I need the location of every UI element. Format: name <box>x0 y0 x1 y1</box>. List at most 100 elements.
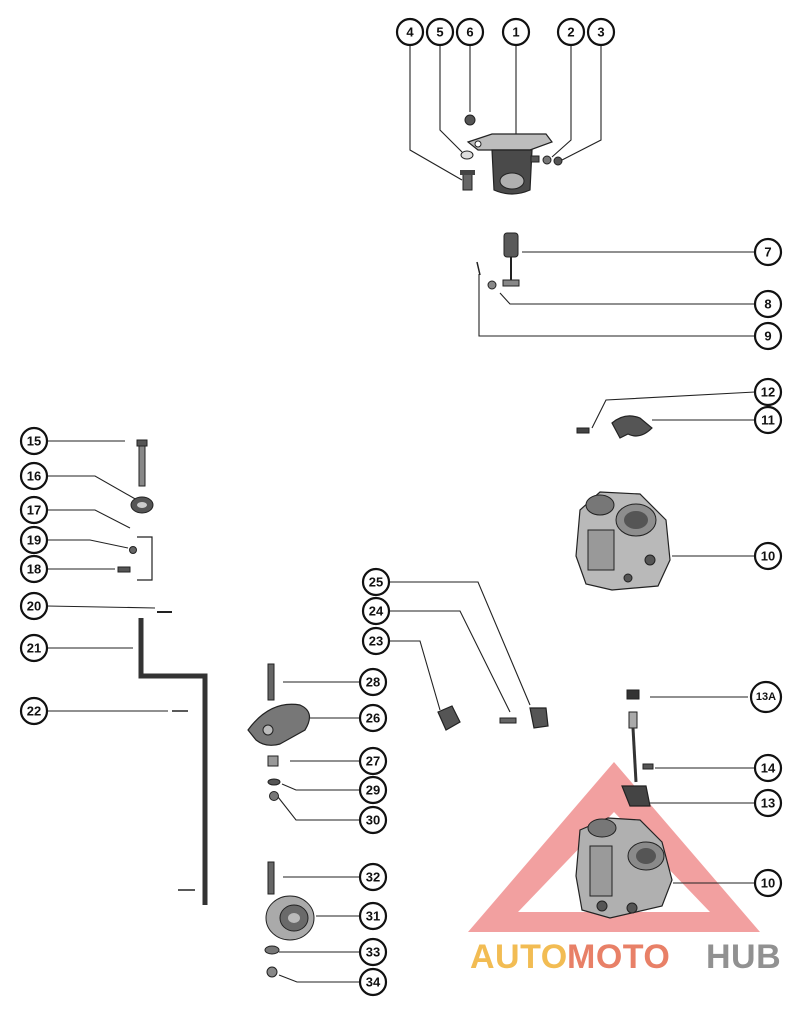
screw-clip-part <box>499 707 549 729</box>
svg-text:13: 13 <box>761 796 775 811</box>
svg-text:21: 21 <box>27 641 41 656</box>
callout-1: 1 <box>501 17 531 47</box>
screw-part <box>642 763 654 770</box>
callout-28: 28 <box>358 667 388 697</box>
link-pins-part <box>172 710 195 891</box>
cover-part <box>265 895 315 941</box>
callout-14: 14 <box>753 753 783 783</box>
carburetor-part-lower <box>575 817 673 919</box>
svg-text:23: 23 <box>369 634 383 649</box>
watermark-text-hub: HUB <box>706 938 781 976</box>
callout-23: 23 <box>361 626 391 656</box>
svg-text:27: 27 <box>366 754 380 769</box>
leader-lines <box>46 45 756 983</box>
callout-21: 21 <box>19 633 49 663</box>
callout-3: 3 <box>586 17 616 47</box>
svg-text:22: 22 <box>27 704 41 719</box>
callout-13: 13 <box>753 788 783 818</box>
callout-27: 27 <box>358 746 388 776</box>
bracket-part <box>117 536 153 581</box>
callout-30: 30 <box>358 805 388 835</box>
svg-text:16: 16 <box>27 469 41 484</box>
solenoid-fasteners <box>460 114 476 191</box>
svg-text:28: 28 <box>366 675 380 690</box>
callout-22: 22 <box>19 696 49 726</box>
callout-20: 20 <box>19 591 49 621</box>
parts <box>117 114 673 978</box>
svg-text:15: 15 <box>27 434 41 449</box>
linkage-arm-part <box>621 711 651 807</box>
solenoid-nuts <box>542 155 563 166</box>
choke-knob-part <box>476 232 520 290</box>
svg-text:8: 8 <box>764 297 771 312</box>
callout-9: 9 <box>753 321 783 351</box>
svg-text:7: 7 <box>764 245 771 260</box>
callout-19: 19 <box>19 525 49 555</box>
fitting-part <box>437 705 461 731</box>
svg-text:34: 34 <box>366 975 381 990</box>
watermark-logo <box>468 762 760 932</box>
callout-31: 31 <box>358 901 388 931</box>
long-bolt-part <box>136 439 148 487</box>
svg-text:30: 30 <box>366 813 380 828</box>
svg-text:13A: 13A <box>756 691 776 703</box>
callout-8: 8 <box>753 289 783 319</box>
callouts: 1 2 3 4 5 6 7 8 9 10 10 11 12 13 13A 14 … <box>19 17 783 997</box>
callout-6: 6 <box>455 17 485 47</box>
link-rod-part <box>138 618 208 905</box>
svg-text:17: 17 <box>27 503 41 518</box>
solenoid-part <box>466 133 553 195</box>
plug-part <box>626 689 640 700</box>
svg-text:3: 3 <box>597 25 604 40</box>
callout-16: 16 <box>19 461 49 491</box>
stud-part-lower <box>267 861 275 895</box>
svg-text:12: 12 <box>761 385 775 400</box>
callout-15: 15 <box>19 426 49 456</box>
svg-text:14: 14 <box>761 761 776 776</box>
svg-text:26: 26 <box>366 711 380 726</box>
svg-text:1: 1 <box>512 25 519 40</box>
svg-text:4: 4 <box>406 25 414 40</box>
callout-7: 7 <box>753 237 783 267</box>
svg-text:5: 5 <box>436 25 443 40</box>
callout-2: 2 <box>556 17 586 47</box>
watermark-triangle <box>468 762 760 932</box>
callout-10-lower: 10 <box>753 868 783 898</box>
svg-text:19: 19 <box>27 533 41 548</box>
svg-text:11: 11 <box>761 413 775 428</box>
svg-text:6: 6 <box>466 25 473 40</box>
callout-11: 11 <box>753 405 783 435</box>
callout-4: 4 <box>395 17 425 47</box>
svg-text:10: 10 <box>761 549 775 564</box>
throttle-lever-part <box>576 415 653 439</box>
callout-13a: 13A <box>749 680 783 714</box>
svg-text:32: 32 <box>366 870 380 885</box>
callout-29: 29 <box>358 775 388 805</box>
callout-32: 32 <box>358 862 388 892</box>
callout-10-upper: 10 <box>753 541 783 571</box>
callout-34: 34 <box>358 967 388 997</box>
grommet-part <box>130 496 154 514</box>
callout-24: 24 <box>361 596 391 626</box>
cam-fasteners <box>267 755 281 801</box>
watermark-text: AUTO MOTO HUB <box>470 938 781 976</box>
callout-5: 5 <box>425 17 455 47</box>
callout-17: 17 <box>19 495 49 525</box>
svg-text:2: 2 <box>567 25 574 40</box>
cam-part <box>247 703 311 746</box>
svg-text:31: 31 <box>366 909 380 924</box>
svg-text:20: 20 <box>27 599 41 614</box>
callout-18: 18 <box>19 554 49 584</box>
svg-text:33: 33 <box>366 945 380 960</box>
svg-text:24: 24 <box>369 604 384 619</box>
callout-33: 33 <box>358 937 388 967</box>
svg-text:25: 25 <box>369 575 383 590</box>
watermark-text-moto: MOTO <box>567 938 670 976</box>
svg-text:10: 10 <box>761 876 775 891</box>
svg-text:18: 18 <box>27 562 41 577</box>
callout-12: 12 <box>753 377 783 407</box>
callout-25: 25 <box>361 567 391 597</box>
svg-text:9: 9 <box>764 329 771 344</box>
callout-26: 26 <box>358 703 388 733</box>
